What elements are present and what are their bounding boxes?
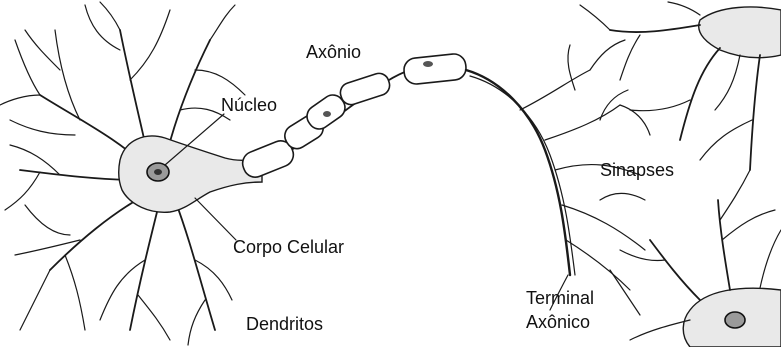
nucleus-label: Núcleo [221, 95, 277, 116]
cell-body-shape [119, 136, 262, 212]
dendrites-label: Dendritos [246, 314, 323, 335]
synapses-label: Sinapses [600, 160, 674, 181]
lower-right-neuron [620, 200, 781, 347]
cell-body-label: Corpo Celular [233, 237, 344, 258]
axon-label: Axônio [306, 42, 361, 63]
axon-terminal-label-line1: Terminal [526, 288, 594, 309]
axon-terminal-label-line2: Axônico [526, 312, 590, 333]
